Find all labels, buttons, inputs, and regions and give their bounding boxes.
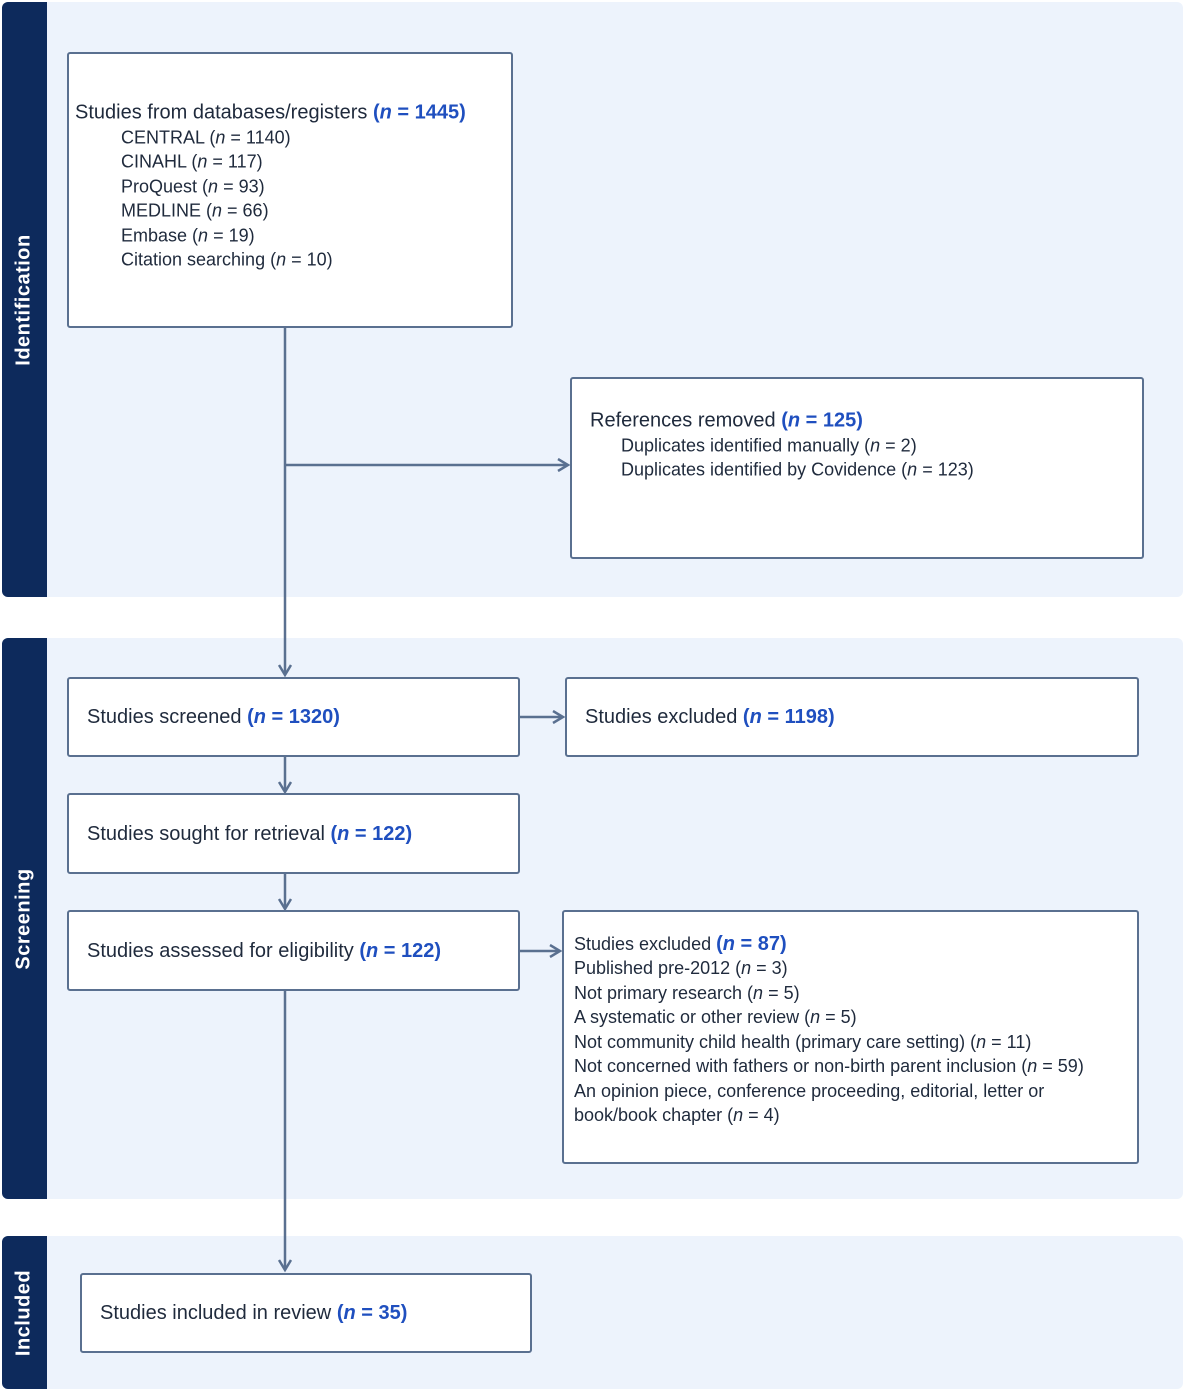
source-item: Citation searching (n = 10)	[121, 249, 333, 270]
eligibility-excluded-heading: Studies excluded (n = 87)	[574, 932, 787, 955]
identification-heading: Studies from databases/registers (n = 14…	[75, 101, 466, 124]
exclusion-reason: book/book chapter (n = 4)	[574, 1105, 780, 1125]
eligibility-box: Studies assessed for eligibility (n = 12…	[67, 910, 520, 991]
source-item: MEDLINE (n = 66)	[121, 200, 269, 221]
screened-count: (n = 1320)	[247, 706, 340, 728]
eligibility-excluded-box: Studies excluded (n = 87) Published pre-…	[562, 910, 1139, 1164]
exclusion-reason: Not primary research (n = 5)	[574, 982, 800, 1003]
eligibility-heading: Studies assessed for eligibility (n = 12…	[87, 939, 442, 962]
removed-count: (n = 125)	[781, 409, 863, 432]
exclusion-reason: Not concerned with fathers or non-birth …	[574, 1056, 1084, 1076]
removed-box: References removed (n = 125) Duplicates …	[570, 377, 1144, 559]
removed-item: Duplicates identified manually (n = 2)	[621, 435, 917, 456]
excluded-box: Studies excluded (n = 1198)	[565, 677, 1139, 757]
removed-heading: References removed (n = 125)	[590, 409, 863, 432]
retrieval-count: (n = 122)	[330, 822, 413, 845]
identification-tab: Identification	[2, 2, 47, 597]
source-item: ProQuest (n = 93)	[121, 176, 265, 197]
included-tab: Included	[2, 1236, 47, 1389]
retrieval-box: Studies sought for retrieval (n = 122)	[67, 793, 520, 874]
excluded-count: (n = 1198)	[742, 706, 835, 728]
exclusion-reason: Not community child health (primary care…	[574, 1031, 1032, 1052]
retrieval-heading: Studies sought for retrieval (n = 122)	[87, 822, 413, 845]
included-box: Studies included in review (n = 35)	[80, 1273, 532, 1353]
included-heading: Studies included in review (n = 35)	[100, 1302, 408, 1324]
exclusion-reason: An opinion piece, conference proceeding,…	[574, 1080, 1045, 1101]
source-item: Embase (n = 19)	[121, 225, 255, 246]
identification-box: Studies from databases/registers (n = 14…	[67, 52, 513, 328]
eligibility-count: (n = 122)	[359, 939, 442, 962]
exclusion-reason: A systematic or other review (n = 5)	[574, 1007, 857, 1027]
eligibility-excluded-count: (n = 87)	[716, 932, 787, 955]
screening-tab: Screening	[2, 638, 47, 1199]
removed-item: Duplicates identified by Covidence (n = …	[621, 459, 974, 480]
source-item: CINAHL (n = 117)	[121, 151, 263, 172]
screened-box: Studies screened (n = 1320)	[67, 677, 520, 757]
included-count: (n = 35)	[336, 1302, 408, 1324]
exclusion-reason: Published pre-2012 (n = 3)	[574, 958, 788, 978]
source-item: CENTRAL (n = 1140)	[121, 127, 291, 148]
identification-count: (n = 1445)	[372, 101, 466, 124]
excluded-heading: Studies excluded (n = 1198)	[585, 706, 835, 728]
screened-heading: Studies screened (n = 1320)	[87, 706, 340, 728]
